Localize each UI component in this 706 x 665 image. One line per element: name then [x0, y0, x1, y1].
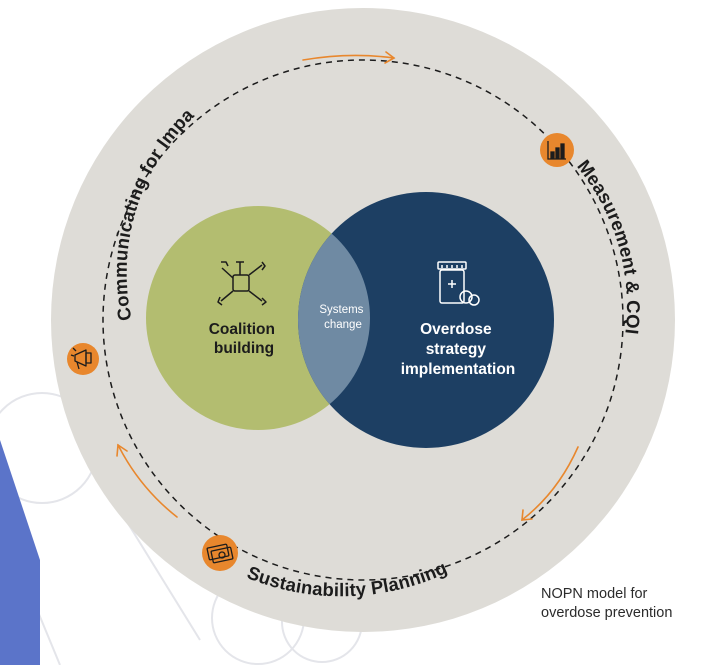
hands-together-icon	[217, 261, 267, 306]
overdose-circle	[298, 192, 554, 448]
communicating-badge	[67, 343, 99, 375]
money-icon	[206, 543, 234, 564]
sustainability-badge	[202, 535, 238, 571]
diagram-caption: NOPN model for overdose prevention	[541, 585, 701, 623]
arrow-top	[302, 51, 396, 64]
caption-line-1: NOPN model for	[541, 586, 648, 602]
arrow-right	[521, 446, 579, 521]
cycle-arrows	[116, 51, 579, 521]
bar-chart-icon	[547, 141, 566, 160]
overdose-title: Overdose strategy implementation	[401, 321, 516, 378]
measurement-badge	[540, 133, 574, 167]
medicine-bottle-icon	[437, 261, 480, 306]
megaphone-icon	[70, 347, 92, 370]
systems-change-label: Systems change	[319, 304, 366, 331]
coalition-title: Coalition building	[209, 321, 280, 357]
dashed-ring	[102, 59, 624, 581]
corner-shape	[0, 440, 40, 665]
caption-line-2: overdose prevention	[541, 605, 673, 621]
arrow-left	[116, 443, 178, 518]
